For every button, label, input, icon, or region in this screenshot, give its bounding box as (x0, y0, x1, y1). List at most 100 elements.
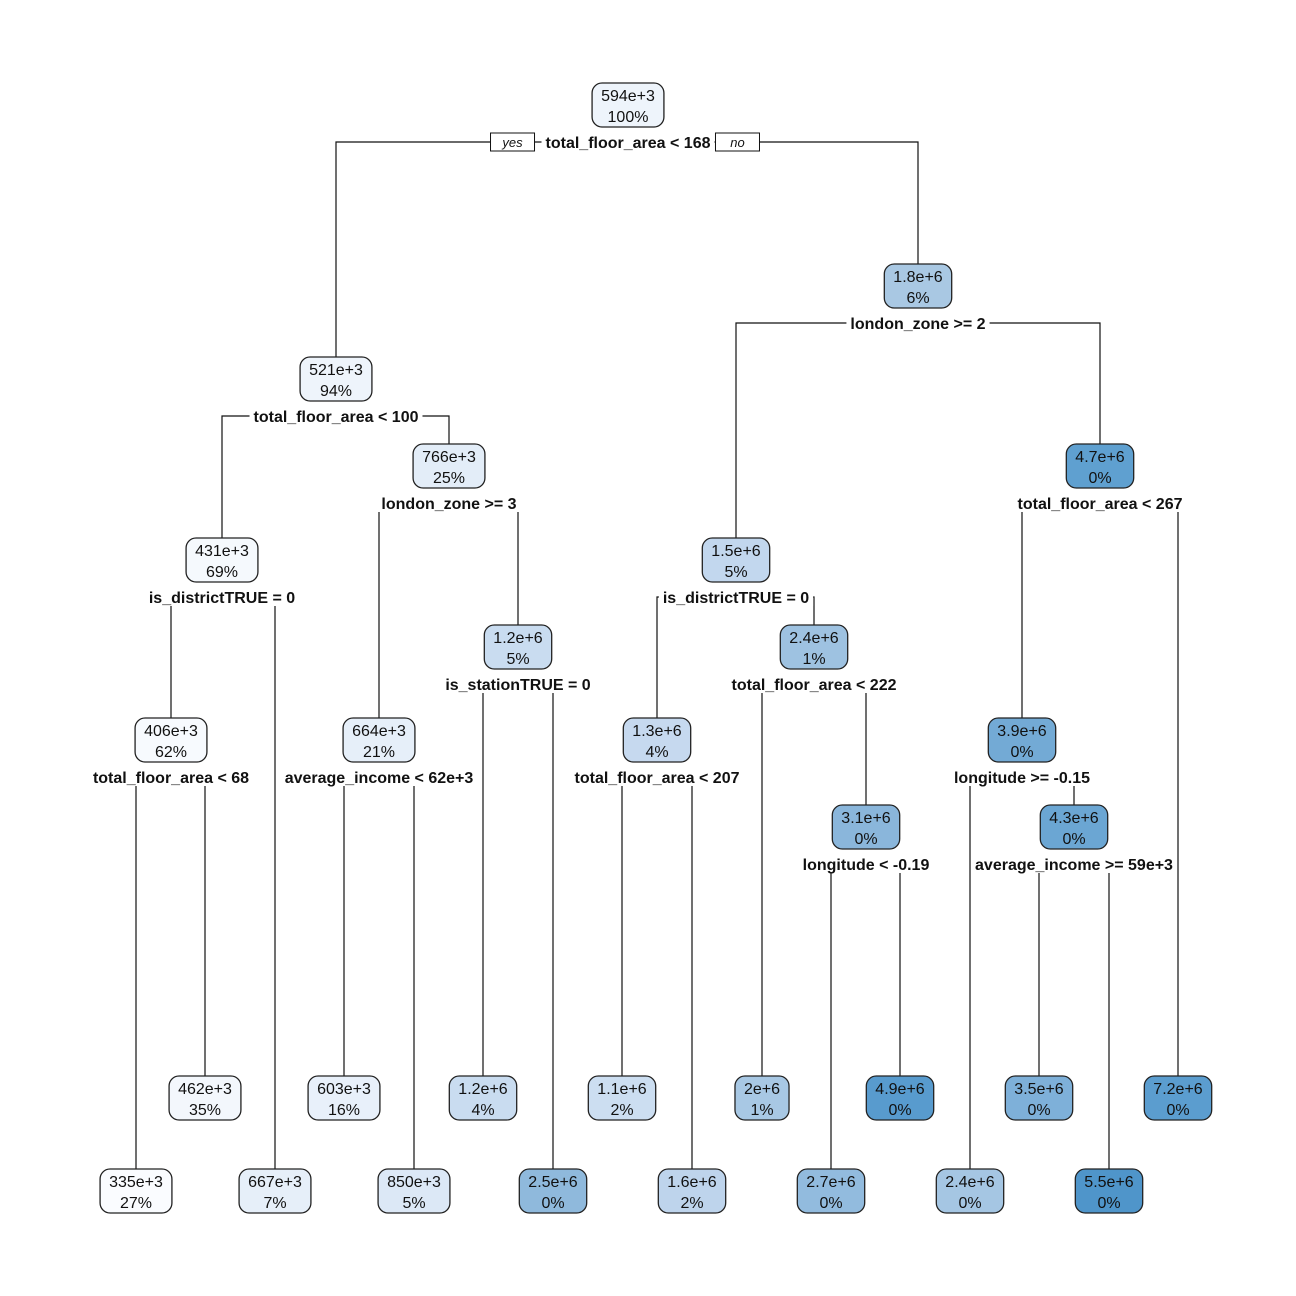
tree-node: 2.4e+6 0% (935, 1168, 1005, 1214)
node-box (483, 624, 553, 670)
node-value: 5.5e+6 (1084, 1174, 1133, 1191)
tree-node: 431e+369% (185, 537, 259, 583)
split-condition-label: longitude < -0.19 (803, 857, 930, 874)
node-percent: 0% (1010, 744, 1033, 761)
split-condition-label: london_zone >= 3 (381, 496, 516, 513)
node-box (518, 1168, 588, 1214)
split-label-background (798, 855, 934, 873)
split-label-background (971, 855, 1177, 873)
no-branch-tag: no (730, 135, 744, 150)
tree-node: 1.8e+66% (883, 263, 953, 309)
node-percent: 0% (888, 1102, 911, 1119)
split-label-background (846, 314, 990, 332)
node-box (883, 263, 953, 309)
node-percent: 0% (1097, 1195, 1120, 1212)
node-value: 3.1e+6 (841, 810, 890, 827)
node-percent: 69% (206, 564, 238, 581)
node-percent: 4% (645, 744, 668, 761)
tree-node: 2e+6 1% (734, 1075, 790, 1121)
node-value: 1.2e+6 (493, 630, 542, 647)
split-condition-label: average_income >= 59e+3 (975, 857, 1173, 874)
node-percent: 94% (320, 383, 352, 400)
node-value: 2e+6 (744, 1081, 780, 1098)
split-condition-label: is_stationTRUE = 0 (445, 677, 590, 694)
node-percent: 5% (402, 1195, 425, 1212)
tree-node: 1.1e+62% (587, 1075, 657, 1121)
edges-layer (135, 141, 1179, 1169)
nodes-layer: 594e+3100%521e+394%1.8e+66%431e+369%766e… (99, 82, 1213, 1214)
node-box (657, 1168, 727, 1214)
node-box (1065, 443, 1135, 489)
node-value: 2.4e+6 (945, 1174, 994, 1191)
node-value: 335e+3 (109, 1174, 163, 1191)
split-label-background (658, 588, 814, 606)
node-percent: 1% (750, 1102, 773, 1119)
tree-edge (830, 863, 901, 1169)
node-box (448, 1075, 518, 1121)
node-value: 406e+3 (144, 723, 198, 740)
split-label-background (949, 768, 1095, 786)
node-percent: 0% (1166, 1102, 1189, 1119)
node-value: 594e+3 (601, 88, 655, 105)
node-percent: 5% (724, 564, 747, 581)
node-percent: 0% (958, 1195, 981, 1212)
node-value: 664e+3 (352, 723, 406, 740)
node-percent: 2% (680, 1195, 703, 1212)
node-box (796, 1168, 866, 1214)
split-label-background (541, 133, 715, 151)
node-value: 521e+3 (309, 362, 363, 379)
node-box (185, 537, 259, 583)
node-value: 1.5e+6 (711, 543, 760, 560)
tree-node: 1.6e+62% (657, 1168, 727, 1214)
tree-node: 2.4e+61% (779, 624, 849, 670)
split-label-background (144, 588, 300, 606)
node-box (1004, 1075, 1074, 1121)
tree-node: 521e+3 94% (299, 356, 373, 402)
node-box (935, 1168, 1005, 1214)
node-percent: 2% (610, 1102, 633, 1119)
node-box (1143, 1075, 1213, 1121)
node-box (587, 1075, 657, 1121)
split-label-background (570, 768, 744, 786)
node-box (591, 82, 665, 128)
split-condition-label: is_districtTRUE = 0 (149, 590, 295, 607)
tree-node: 664e+321% (342, 717, 416, 763)
tree-node: 5.5e+6 0% (1074, 1168, 1144, 1214)
node-percent: 7% (263, 1195, 286, 1212)
node-percent: 25% (433, 470, 465, 487)
node-percent: 62% (155, 744, 187, 761)
node-box (701, 537, 771, 583)
node-box (168, 1075, 242, 1121)
tree-node: 462e+335% (168, 1075, 242, 1121)
node-value: 462e+3 (178, 1081, 232, 1098)
node-box (1074, 1168, 1144, 1214)
node-percent: 0% (1062, 831, 1085, 848)
node-percent: 0% (819, 1195, 842, 1212)
node-percent: 0% (541, 1195, 564, 1212)
node-box (987, 717, 1057, 763)
tree-node: 2.7e+6 0% (796, 1168, 866, 1214)
tree-node: 3.9e+60% (987, 717, 1057, 763)
node-percent: 0% (854, 831, 877, 848)
node-percent: 0% (1027, 1102, 1050, 1119)
split-label-background (249, 407, 423, 425)
node-percent: 27% (120, 1195, 152, 1212)
tree-node: 1.3e+64% (622, 717, 692, 763)
tree-node: 1.2e+64% (448, 1075, 518, 1121)
node-box (734, 1075, 790, 1121)
split-condition-label: total_floor_area < 222 (732, 677, 897, 694)
split-label-background (377, 494, 521, 512)
split-label-background (727, 675, 901, 693)
yes-branch-tag: yes (501, 135, 523, 150)
node-box (779, 624, 849, 670)
node-value: 3.5e+6 (1014, 1081, 1063, 1098)
node-value: 7.2e+6 (1153, 1081, 1202, 1098)
node-value: 1.2e+6 (458, 1081, 507, 1098)
tree-node: 766e+325% (412, 443, 486, 489)
node-value: 2.7e+6 (806, 1174, 855, 1191)
tree-edge (1021, 502, 1179, 1076)
split-condition-label: total_floor_area < 100 (254, 409, 419, 426)
node-box (99, 1168, 173, 1214)
tree-edge (761, 683, 867, 1076)
